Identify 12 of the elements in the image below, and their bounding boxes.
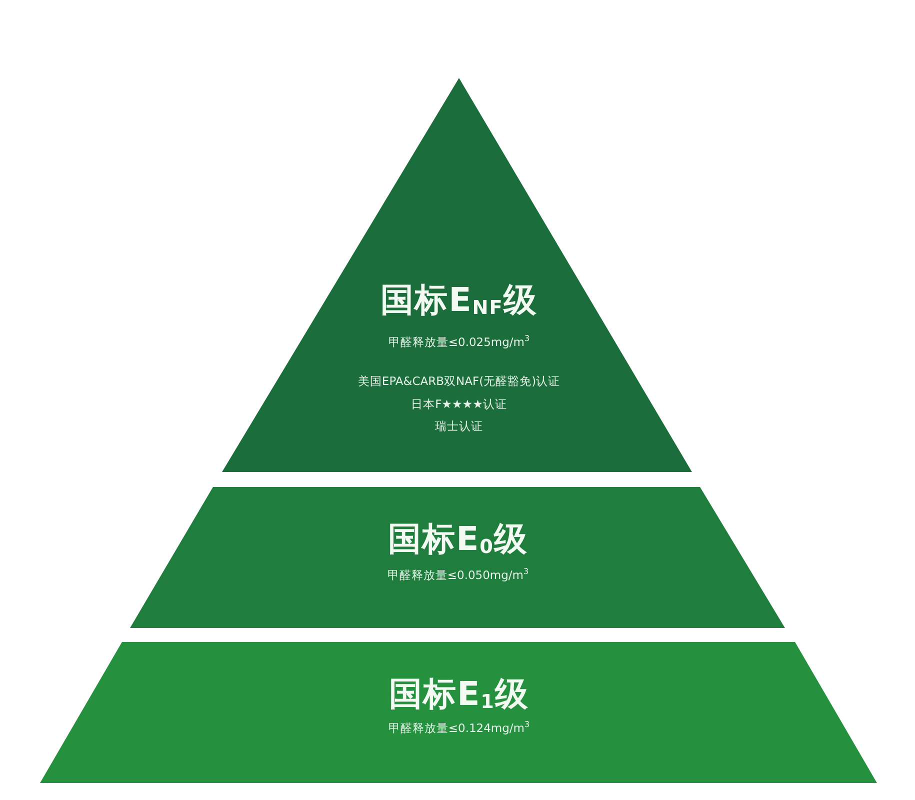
tier-title: 国标E$_{NF}$级 (380, 281, 538, 319)
emission-limit-text: 甲醛释放量≤0.050mg/m$^{3}$ (387, 567, 529, 582)
pyramid-middle-section (130, 487, 785, 628)
tier-title: 国标E$_{0}$级 (388, 520, 528, 558)
emission-limit-text: 甲醛释放量≤0.124mg/m$^{3}$ (388, 720, 530, 736)
tier-title: 国标E$_{1}$级 (389, 675, 529, 713)
pyramid-base-section (40, 642, 877, 783)
emission-limit-text: 甲醛释放量≤0.025mg/m$^{3}$ (388, 334, 530, 350)
certification-text: 瑞士认证 (435, 420, 483, 434)
pyramid-top-section (222, 78, 692, 472)
certification-text: 美国EPA&CARB双NAF(无醛豁免)认证 (358, 375, 560, 388)
certification-text: 日本F★★★★认证 (411, 398, 507, 412)
